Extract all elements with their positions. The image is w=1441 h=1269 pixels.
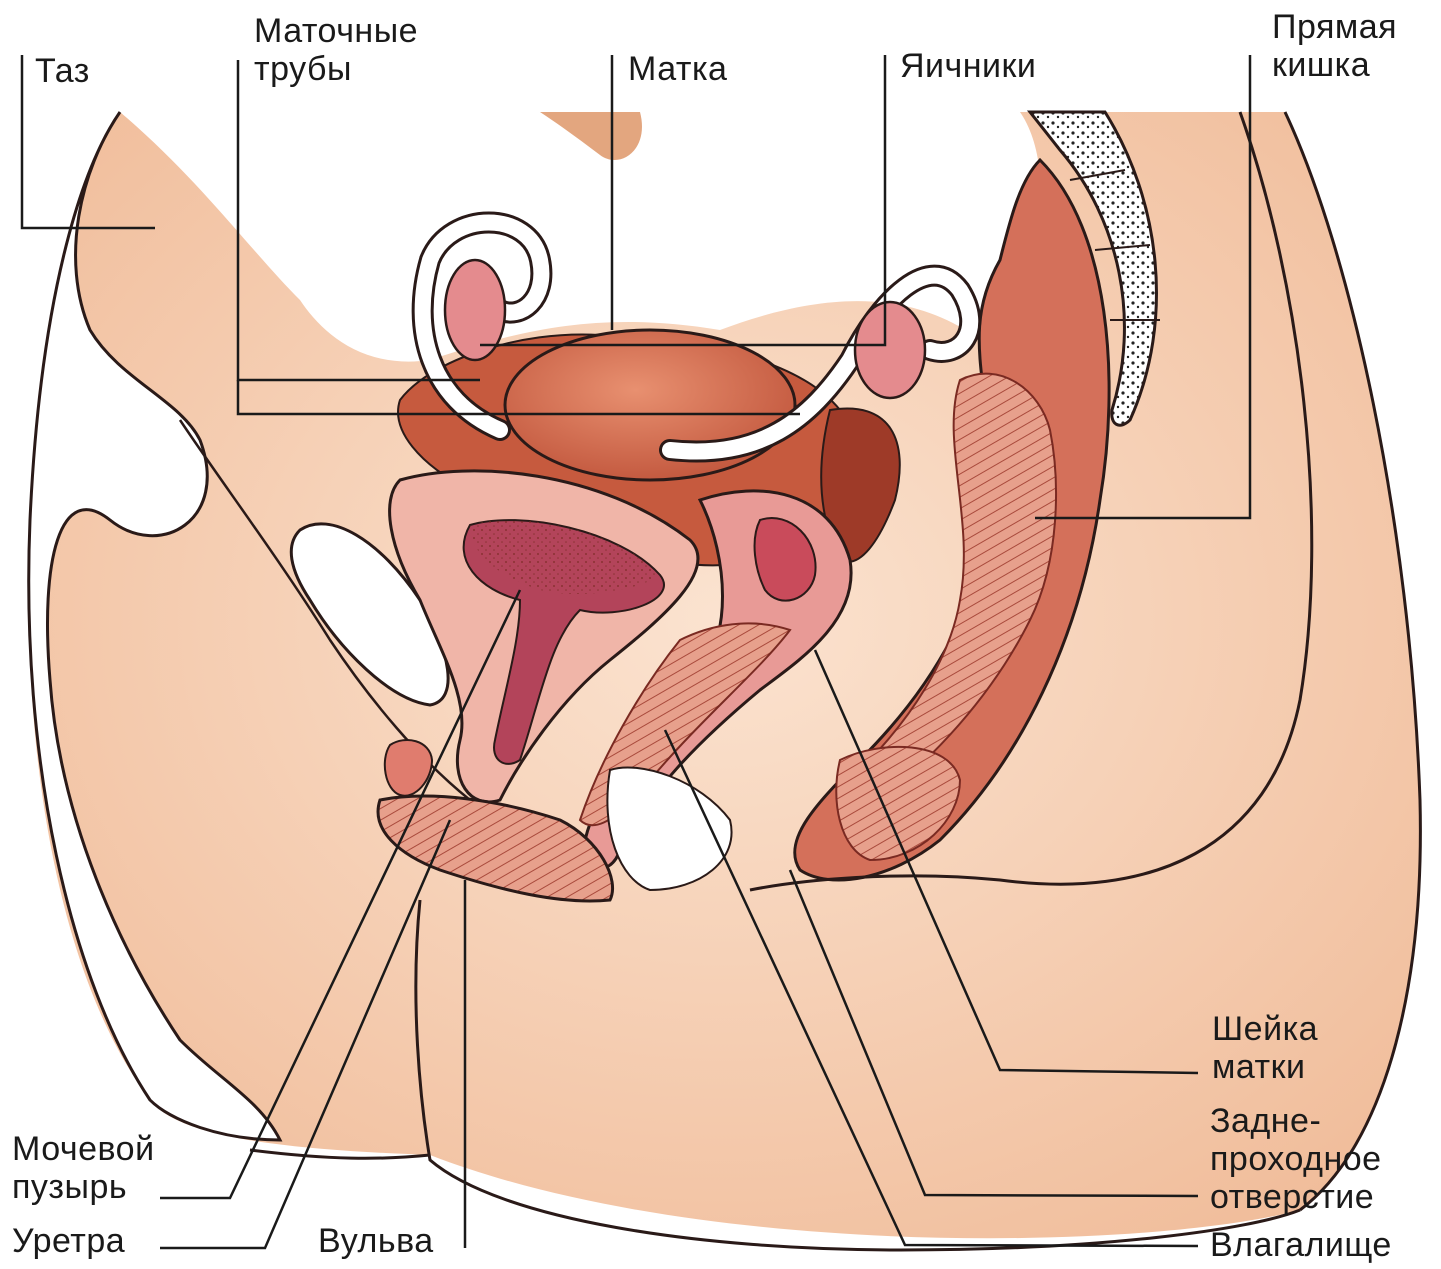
label-ovaries: Яичники [900, 47, 1036, 85]
label-rectum: Прямая кишка [1272, 8, 1397, 84]
label-vagina: Влагалище [1210, 1226, 1392, 1264]
label-vulva: Вульва [318, 1222, 434, 1260]
label-uterus: Матка [628, 50, 727, 88]
label-fallopian-tubes: Маточные трубы [254, 12, 418, 88]
label-pelvis: Таз [35, 52, 90, 90]
label-anus: Задне- проходное отверстие [1210, 1102, 1382, 1216]
label-urethra: Уретра [12, 1222, 125, 1260]
label-cervix: Шейка матки [1212, 1010, 1318, 1086]
label-bladder: Мочевой пузырь [12, 1130, 155, 1206]
